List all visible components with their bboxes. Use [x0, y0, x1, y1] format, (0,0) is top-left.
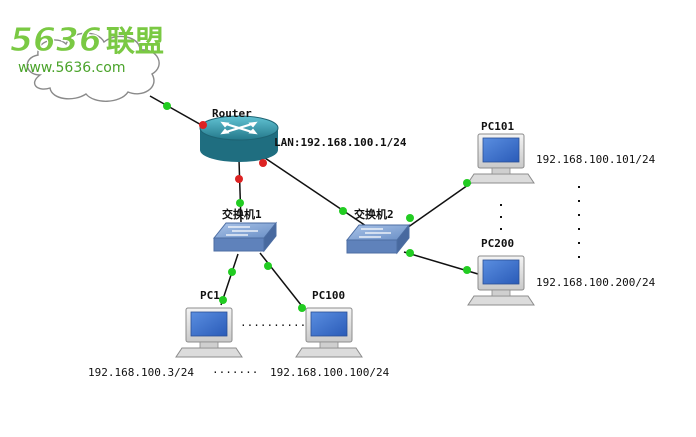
logo-brand-number: 5636: [10, 20, 102, 59]
port-dot-down: [235, 175, 243, 183]
port-dot-down: [259, 159, 267, 167]
pc101-label: PC101: [481, 120, 514, 133]
pc200-ip-label: 192.168.100.200/24: [536, 276, 656, 289]
router-label: Router: [212, 107, 252, 120]
pc100-label: PC100: [312, 289, 345, 302]
pc1-label: PC1: [200, 289, 220, 302]
port-status-dots: [163, 102, 471, 312]
pc1-ip-label: 192.168.100.3/24: [88, 366, 194, 379]
ip-ellipsis-bottom: .......: [212, 363, 258, 376]
logo-brand-chinese: 联盟: [106, 24, 164, 58]
port-dot-up: [406, 249, 414, 257]
port-dot-up: [339, 207, 347, 215]
port-dot-up: [264, 262, 272, 270]
internet-cloud-icon: [26, 32, 160, 102]
port-dot-up: [463, 179, 471, 187]
router-icon: [199, 115, 279, 162]
port-dot-up: [163, 102, 171, 110]
network-links: [149, 95, 479, 311]
pc1-icon: [175, 307, 243, 358]
port-dot-up: [236, 199, 244, 207]
switch-1-icon: [212, 221, 278, 253]
pc101-ip-label: 192.168.100.101/24: [536, 153, 656, 166]
link-switch1-pc100: [259, 252, 306, 311]
pc200-icon: [467, 255, 535, 306]
ip-ellipsis-right: [578, 186, 580, 258]
link-router-switch2: [261, 155, 373, 231]
pc200-label: PC200: [481, 237, 514, 250]
pc100-ip-label: 192.168.100.100/24: [270, 366, 390, 379]
port-dot-up: [463, 266, 471, 274]
router-lan-address: LAN:192.168.100.1/24: [274, 136, 407, 149]
pc-ellipsis-right: [500, 204, 502, 230]
port-dot-down: [199, 121, 207, 129]
pc-ellipsis-bottom: ..........: [240, 316, 306, 329]
switch-1-label: 交换机1: [222, 207, 262, 221]
switch-2-label: 交换机2: [354, 207, 394, 221]
port-dot-up: [219, 296, 227, 304]
link-router-switch1: [238, 159, 242, 223]
pc100-icon: [295, 307, 363, 358]
pc101-icon: [467, 133, 535, 184]
port-dot-up: [228, 268, 236, 276]
logo-url: www.5636.com: [18, 60, 126, 76]
site-logo: 5636 联盟 www.5636.com: [9, 19, 164, 76]
switch-2-icon: [345, 223, 411, 255]
port-dot-up: [406, 214, 414, 222]
port-dot-up: [298, 304, 306, 312]
